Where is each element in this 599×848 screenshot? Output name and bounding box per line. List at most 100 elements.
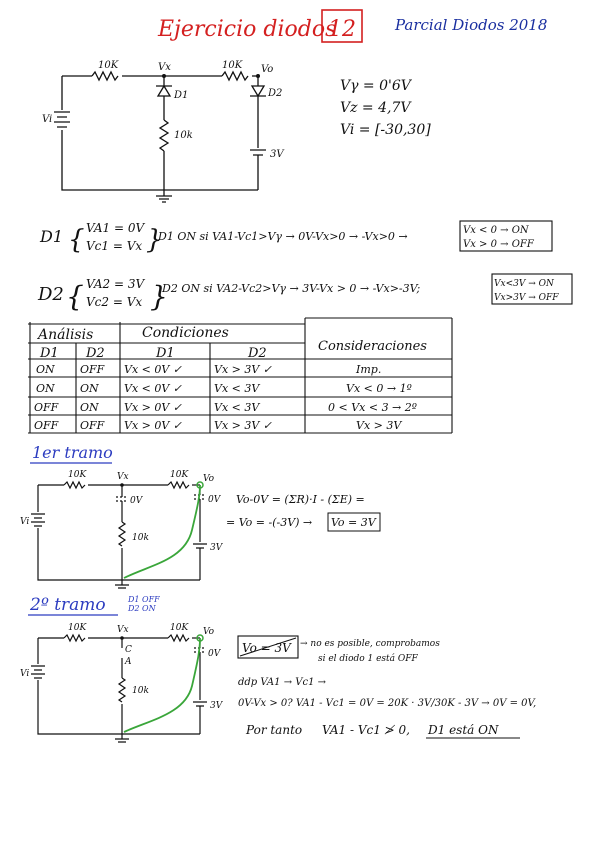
t1-resistor-r1-icon	[63, 480, 86, 490]
given-vi: Vi = [-30,30]	[340, 122, 431, 138]
svg-text:}: }	[146, 225, 163, 255]
tramo2-note-d1: D1 OFF	[127, 595, 160, 604]
table-text: Análisis Condiciones Consideraciones D1 …	[34, 325, 427, 432]
t2-label-vx: Vx	[117, 625, 129, 635]
cell-r2-c2: Vx < 3V	[214, 382, 260, 395]
d1-box-on: Vx < 0 → ON	[463, 225, 530, 236]
t2-label-d2v: 0V	[208, 649, 222, 659]
d1-condition: D1 ON si VA1-Vc1>Vγ → 0V-Vx>0 → -Vx>0 →	[157, 230, 408, 243]
title-number-box	[321, 9, 363, 43]
cell-r1-note: Imp.	[355, 363, 381, 376]
label-d2: D2	[267, 88, 282, 99]
cell-r4-d2: OFF	[80, 419, 105, 432]
resistor-r2-icon	[221, 70, 249, 82]
t1-eq-box: Vo = 3V	[331, 516, 377, 529]
t2-label-a: A	[124, 657, 132, 667]
t2-comment1: → no es posible, comprobamos	[300, 639, 440, 649]
svg-text:}: }	[150, 280, 168, 313]
label-r3: 10k	[174, 130, 193, 141]
t2-label-vo: Vo	[203, 627, 215, 637]
th-cond-d1: D1	[155, 346, 175, 361]
cell-r3-d2: ON	[80, 401, 99, 414]
svg-text:{: {	[66, 280, 84, 313]
t2-ddp: ddp VA1 → Vc1 →	[238, 677, 327, 688]
given-vgamma: Vγ = 0'6V	[340, 78, 413, 94]
t2-line3b: VA1 - Vc1 ≯ 0,	[322, 723, 410, 737]
t2-line3a: Por tanto	[245, 723, 302, 737]
t1-label-r1: 10K	[68, 470, 87, 480]
label-r2: 10K	[222, 60, 243, 71]
t2-label-vi: Vi	[20, 669, 29, 679]
label-d1: D1	[173, 90, 188, 101]
svg-text:{: {	[68, 225, 85, 255]
d2-condition: D2 ON si VA2-Vc2>Vγ → 3V-Vx > 0 → -Vx>-3…	[161, 282, 420, 295]
cell-r4-note: Vx > 3V	[356, 419, 402, 432]
t1-eq2: = Vo = -(-3V) →	[226, 516, 312, 529]
cell-r4-d1: OFF	[34, 419, 59, 432]
cell-r1-d2: OFF	[80, 363, 105, 376]
th-analisis: Análisis	[36, 327, 93, 343]
resistor-r1-icon	[91, 70, 119, 82]
diode-d1-icon	[156, 84, 172, 97]
cell-r2-note: Vx < 0 → 1º	[346, 382, 412, 395]
t2-line2: 0V-Vx > 0? VA1 - Vc1 = 0V = 20K · 3V/30K…	[238, 698, 537, 709]
cell-r1-c1: Vx < 0V ✓	[124, 363, 183, 376]
label-3v: 3V	[270, 149, 285, 160]
t2-current-path	[123, 637, 201, 733]
t2-label-r3: 10k	[132, 686, 149, 696]
t2-label-c: C	[125, 645, 132, 655]
t1-ground-icon	[115, 580, 129, 589]
circuit-main	[54, 70, 266, 203]
cell-r2-d1: ON	[36, 382, 55, 395]
cell-r3-note: 0 < Vx < 3 → 2º	[328, 401, 417, 414]
t1-label-d2v: 0V	[208, 495, 222, 505]
label-vx: Vx	[158, 62, 171, 73]
d1-label: D1	[39, 227, 63, 246]
diode-d2-icon	[250, 85, 266, 98]
cell-r2-d2: ON	[80, 382, 99, 395]
source-vi-icon	[54, 111, 70, 128]
label-vo: Vo	[261, 64, 273, 75]
t2-comment2: si el diodo 1 está OFF	[318, 653, 419, 664]
d1-analysis: D1 { VA1 = 0V Vc1 = Vx } D1 ON si VA1-Vc…	[39, 220, 553, 255]
d2-eq1: VA2 = 3V	[86, 277, 145, 291]
circuit-tramo2	[31, 633, 207, 743]
t1-eq1: Vo-0V = (ΣR)·I - (ΣE) =	[236, 493, 365, 506]
title-number: 12	[328, 17, 356, 42]
resistor-r3-icon	[158, 119, 170, 152]
t1-label-d1v: 0V	[130, 496, 144, 506]
th-d1: D1	[39, 346, 59, 361]
t1-source-3v-icon	[193, 543, 207, 549]
t1-resistor-r2-icon	[167, 480, 190, 490]
label-vi: Vi	[42, 114, 52, 125]
t2-label-r2: 10K	[170, 623, 189, 633]
label-r1: 10K	[98, 60, 119, 71]
cell-r4-c1: Vx > 0V ✓	[124, 419, 183, 432]
t1-label-vo: Vo	[203, 474, 215, 484]
th-d2: D2	[85, 346, 105, 361]
d2-box-on: Vx<3V → ON	[494, 279, 555, 289]
t2-line3c: D1 está ON	[427, 723, 499, 737]
th-condiciones: Condiciones	[142, 325, 229, 341]
circuit-tramo1	[31, 480, 207, 589]
th-cond-d2: D2	[247, 346, 267, 361]
source-3v-icon	[250, 149, 266, 156]
ground-icon	[156, 190, 172, 203]
t1-resistor-r3-icon	[117, 521, 127, 547]
t1-label-r3: 10k	[132, 533, 149, 543]
cell-r3-c1: Vx > 0V ✓	[124, 401, 183, 414]
page-title: Ejercicio diodos	[157, 17, 336, 42]
tramo2-note-d2: D2 ON	[127, 604, 157, 613]
th-consideraciones: Consideraciones	[318, 339, 427, 354]
given-vz: Vz = 4,7V	[340, 100, 412, 116]
d2-eq2: Vc2 = Vx	[86, 295, 142, 309]
d1-eq2: Vc1 = Vx	[86, 239, 142, 253]
cell-r2-c1: Vx < 0V ✓	[124, 382, 183, 395]
page-subtitle: Parcial Diodos 2018	[394, 16, 547, 34]
tramo1-heading: 1er tramo	[32, 443, 113, 462]
t2-label-r1: 10K	[68, 623, 87, 633]
d1-eq1: VA1 = 0V	[86, 221, 145, 235]
t1-current-path	[123, 484, 201, 579]
